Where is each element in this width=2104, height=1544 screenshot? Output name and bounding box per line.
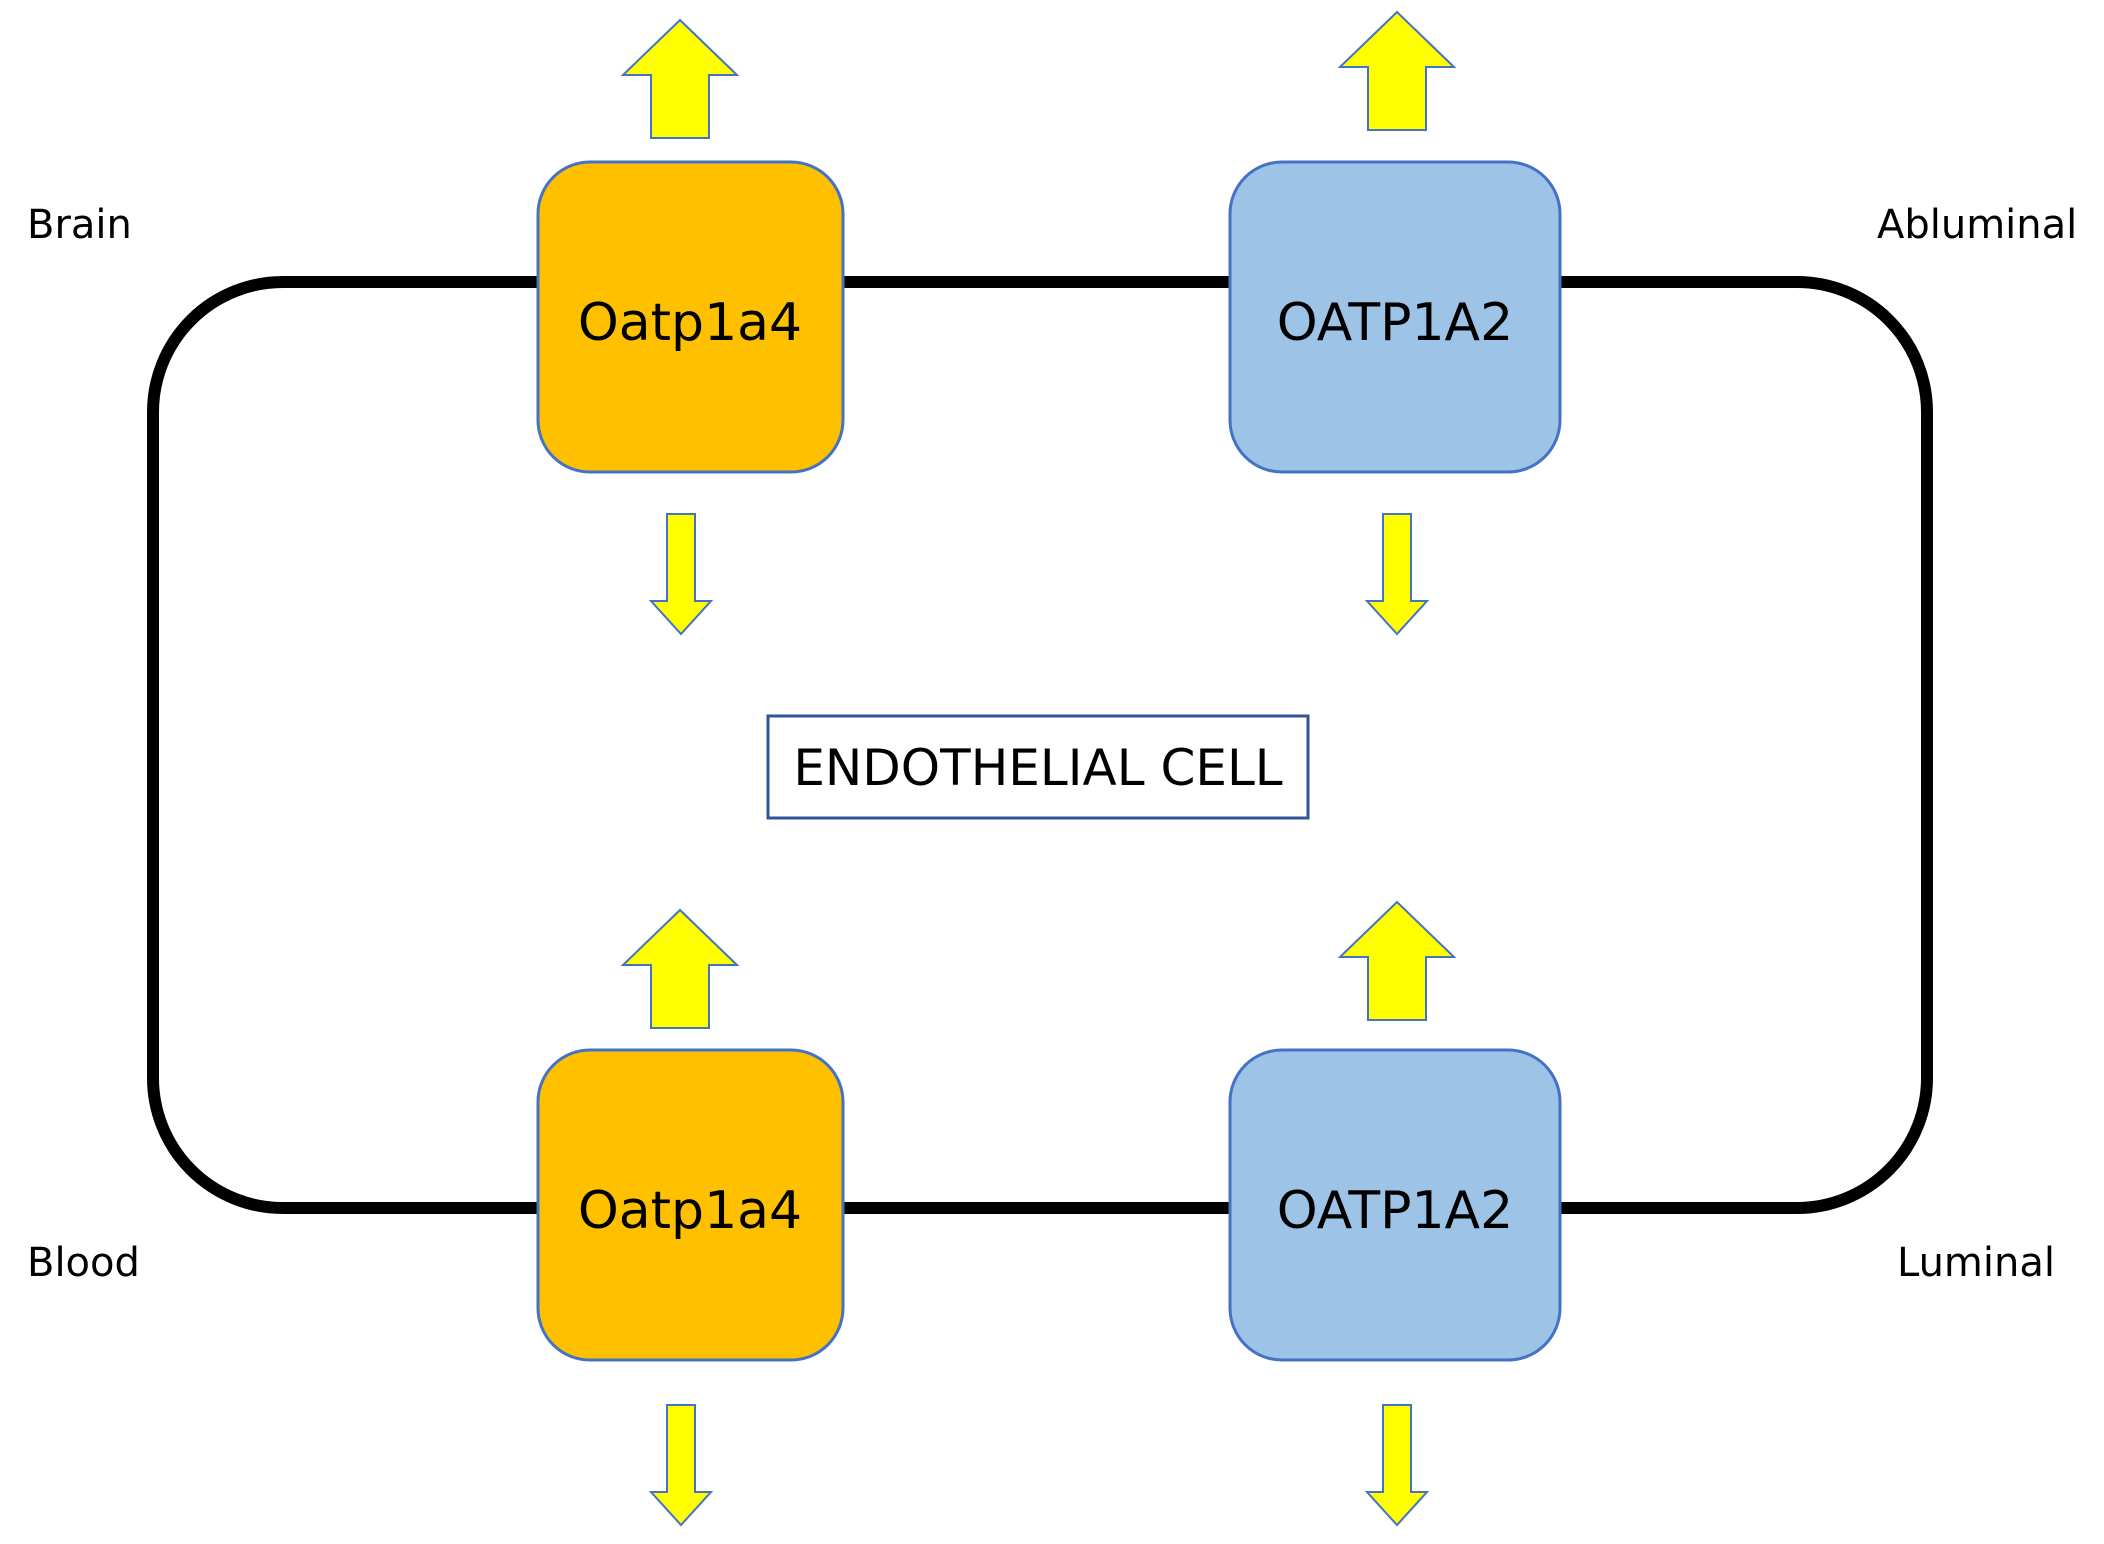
transporter-oatp1a4-bottom-label: Oatp1a4 xyxy=(578,1181,802,1241)
up-arrow-icon xyxy=(1337,900,1457,1021)
transporter-oatp1a2-top-label: OATP1A2 xyxy=(1277,293,1513,353)
transporter-oatp1a2-bottom-label: OATP1A2 xyxy=(1277,1181,1513,1241)
endothelial-cell-label: ENDOTHELIAL CELL xyxy=(793,739,1282,797)
label-abluminal: Abluminal xyxy=(1877,202,2077,248)
up-arrow-icon xyxy=(620,908,740,1029)
transporter-oatp1a4-top-label: Oatp1a4 xyxy=(578,293,802,353)
transporter-oatp1a4-top: Oatp1a4 xyxy=(536,160,845,474)
down-arrow-icon xyxy=(648,1404,714,1527)
transporter-oatp1a2-top: OATP1A2 xyxy=(1228,160,1562,474)
down-arrow-icon xyxy=(1364,513,1430,636)
transporter-oatp1a2-bottom: OATP1A2 xyxy=(1228,1048,1562,1362)
label-luminal: Luminal xyxy=(1897,1240,2055,1286)
label-blood: Blood xyxy=(27,1240,140,1286)
up-arrow-icon xyxy=(620,18,740,139)
transporter-oatp1a4-bottom: Oatp1a4 xyxy=(536,1048,845,1362)
endothelial-cell-box: ENDOTHELIAL CELL xyxy=(766,714,1310,820)
down-arrow-icon xyxy=(648,513,714,636)
label-brain: Brain xyxy=(27,202,132,248)
down-arrow-icon xyxy=(1364,1404,1430,1527)
cell-membrane xyxy=(147,276,1933,1214)
up-arrow-icon xyxy=(1337,10,1457,131)
